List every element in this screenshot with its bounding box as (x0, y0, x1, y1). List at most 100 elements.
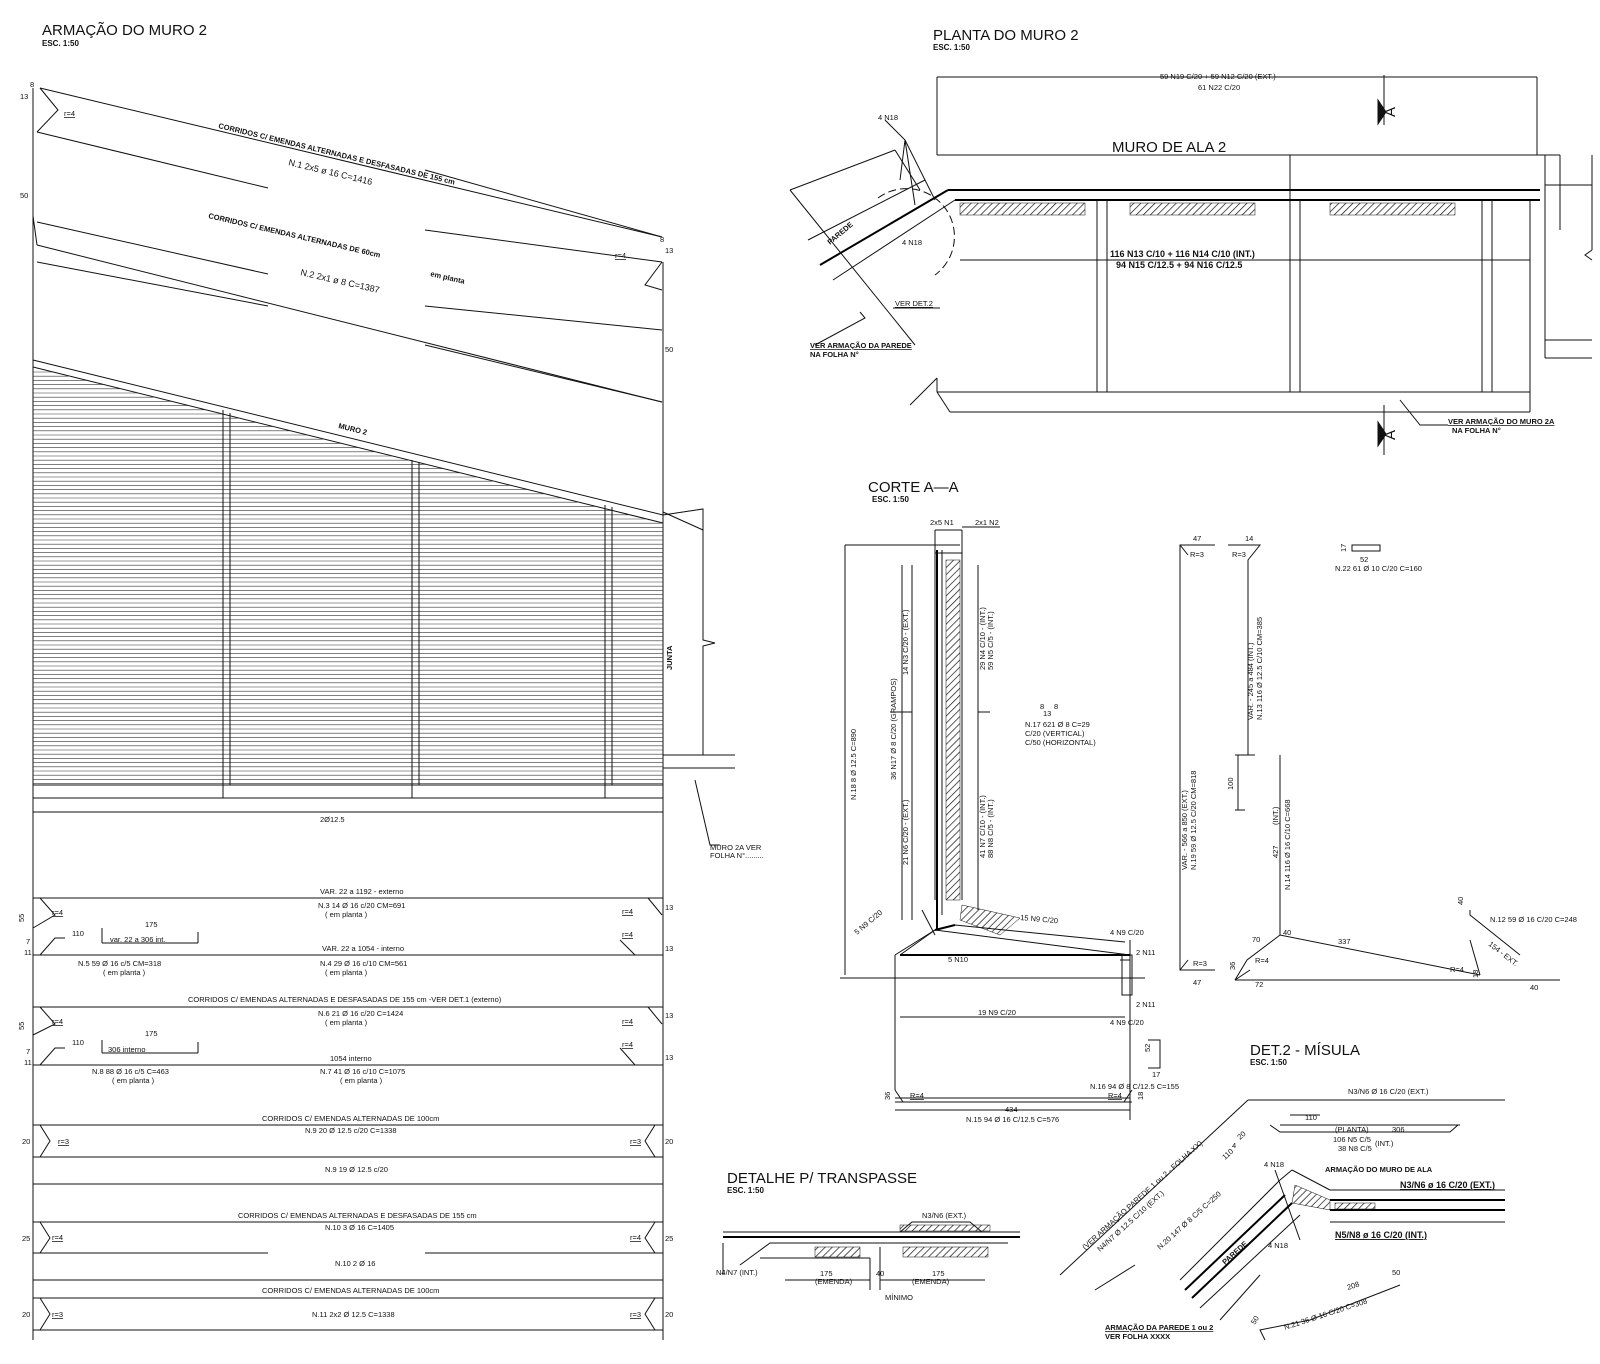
n5-175: 175 (145, 920, 158, 929)
corte-r4c: R=4 (1255, 956, 1269, 965)
transpasse-minimo: MÍNIMO (885, 1293, 913, 1302)
wall-hatch-lines (33, 371, 663, 784)
corte-d427: 427 (1271, 845, 1280, 858)
corte-n18: N.18 8 Ø 12.5 C=890 (849, 729, 858, 800)
n-dim-11b: 11 (24, 1058, 32, 1067)
corte-d36b: 36 (1228, 962, 1237, 970)
corte-n17-d8b: 8 (1054, 702, 1058, 711)
n-r4-f: r=4 (622, 1040, 633, 1049)
corte-n11b: 2 N11 (1136, 1000, 1155, 1009)
corte-d17: 17 (1152, 1070, 1160, 1079)
planta-top-dim2: 61 N22 C/20 (1198, 83, 1240, 92)
muro-ala-label: MURO DE ALA 2 (1112, 139, 1226, 156)
corte-n9-4a: 4 N9 C/20 (1110, 928, 1144, 937)
n-dim-13d: 13 (665, 1053, 673, 1062)
n-r4-d: r=4 (52, 1017, 63, 1026)
n8-110: 110 (72, 1038, 84, 1047)
detalhe-transpasse: DETALHE P/ TRANSPASSE ESC. 1:50 N3/N6 (E… (716, 1170, 1020, 1302)
bar-row-n10: CORRIDOS C/ EMENDAS ALTERNADAS E DESFASA… (22, 1211, 673, 1281)
n5-var: var. 22 a 306 int. (110, 935, 165, 944)
n7-label: N.7 41 Ø 16 c/10 C=1075 (320, 1067, 405, 1076)
n7-planta: ( em planta ) (340, 1076, 383, 1085)
det2-armacao-ala: ARMAÇÃO DO MURO DE ALA (1325, 1165, 1433, 1174)
armacao-scale: ESC. 1:50 (42, 39, 79, 48)
corte-n9-4b: 4 N9 C/20 (1110, 1018, 1144, 1027)
corte-r4b: R=4 (1108, 1091, 1122, 1100)
corte-n9-19: 19 N9 C/20 (978, 1008, 1016, 1017)
dim-13: 13 (20, 92, 28, 101)
armacao-title: ARMAÇÃO DO MURO 2 (42, 22, 207, 39)
n10-dim-25b: 25 (665, 1234, 673, 1243)
n3-label: N.3 14 Ø 16 c/20 CM=691 (318, 901, 405, 910)
corte-d40b: 40 (1530, 983, 1538, 992)
transpasse-d175b: 175 (932, 1269, 945, 1278)
det2-d4: 4 (1232, 1141, 1236, 1150)
n11-note: CORRIDOS C/ EMENDAS ALTERNADAS DE 100cm (262, 1286, 439, 1295)
det2-n18b: 4 N18 (1268, 1241, 1288, 1250)
n8-175: 175 (145, 1029, 158, 1038)
bar-row-n3-n4-n5: VAR. 22 a 1192 - externo N.3 14 Ø 16 c/2… (17, 887, 673, 977)
n4-planta: ( em planta ) (325, 968, 368, 977)
det2-ver-parede: (VER ARMAÇÃO PAREDE 1 ou 2 - FOLHA XX) (1080, 1138, 1204, 1251)
corte-n17-3: C/50 (HORIZONTAL) (1025, 738, 1096, 747)
corte-n17-d13: 13 (1043, 709, 1051, 718)
corte-n19-d47b: 47 (1193, 978, 1201, 987)
corte-n9-15: 15 N9 C/20 (1020, 913, 1059, 925)
n3-planta: ( em planta ) (325, 910, 368, 919)
transpasse-n4n7: N4/N7 (INT.) (716, 1268, 758, 1277)
n-r4-c: r=4 (622, 930, 633, 939)
n-dim-7b: 7 (26, 1047, 30, 1056)
corte-n19-r3b: R=3 (1193, 959, 1207, 968)
n2-planta: em planta (430, 269, 467, 286)
corte-n19-label: N.19 59 Ø 12.5 C/20 CM=818 (1189, 771, 1198, 870)
corte-n13-label: N.13 116 Ø 12.5 C/10 CM=385 (1255, 617, 1264, 720)
det2-d110: 110 (1305, 1113, 1317, 1122)
det2-n18a: 4 N18 (1264, 1160, 1284, 1169)
n3-var: VAR. 22 a 1192 - externo (320, 887, 404, 896)
dim-50-right: 50 (665, 345, 673, 354)
n4-var: VAR. 22 a 1054 - interno (322, 944, 404, 953)
corte-d36: 36 (883, 1092, 892, 1100)
corte-n7n8-1: 41 N7 C/10 - (INT.) (978, 795, 987, 858)
n2-label: N.2 2x1 ø 8 C=1387 (300, 267, 381, 295)
det2-title: DET.2 - MÍSULA (1250, 1042, 1360, 1059)
transpasse-title: DETALHE P/ TRANSPASSE (727, 1170, 917, 1187)
corte-n19-r3a: R=3 (1190, 550, 1204, 559)
transpasse-d175a: 175 (820, 1269, 833, 1278)
n5-planta: ( em planta ) (103, 968, 146, 977)
corte-n4n5-2: 59 N5 C/5 - (INT.) (986, 611, 995, 670)
n11-label: N.11 2x2 Ø 12.5 C=1338 (312, 1310, 395, 1319)
det2-d208: 208 (1346, 1279, 1361, 1291)
n5-label: N.5 59 Ø 16 c/5 CM=318 (78, 959, 161, 968)
n10-note: CORRIDOS C/ EMENDAS ALTERNADAS E DESFASA… (238, 1211, 477, 1220)
corte-int: (INT.) (1271, 806, 1280, 825)
corte-n11a: 2 N11 (1136, 948, 1155, 957)
bar-row-n6-n7-n8: CORRIDOS C/ EMENDAS ALTERNADAS E DESFASA… (17, 995, 673, 1085)
corte-n12-label: N.12 59 Ø 16 C/20 C=248 (1490, 915, 1577, 924)
n-dim-55: 55 (17, 914, 26, 922)
corte-n17-1: N.17 621 Ø 8 C=29 (1025, 720, 1090, 729)
dim-8-right: 8 (660, 235, 664, 244)
det2-d20: 20 (1235, 1129, 1247, 1141)
dim-50: 50 (20, 191, 28, 200)
transpasse-n3n6: N3/N6 (EXT.) (922, 1211, 967, 1220)
n11-r3b: r=3 (630, 1310, 641, 1319)
n-dim-11: 11 (24, 948, 32, 957)
n-dim-13b: 13 (665, 944, 673, 953)
planta-ver-det2: VER DET.2 (895, 299, 933, 308)
planta-scale: ESC. 1:50 (933, 43, 970, 52)
n8-label: N.8 88 Ø 16 c/5 C=463 (92, 1067, 169, 1076)
corte-n6: 21 N6 C/20 - (EXT.) (901, 799, 910, 865)
corte-d434: 434 (1005, 1105, 1018, 1114)
det2-n5n8-big: N5/N8 ø 16 C/20 (INT.) (1335, 1230, 1427, 1240)
det2-int: (INT.) (1375, 1139, 1394, 1148)
det2-scale: ESC. 1:50 (1250, 1058, 1287, 1067)
transpasse-emenda-b: (EMENDA) (912, 1277, 950, 1286)
n-r4-b: r=4 (622, 907, 633, 916)
planta-ver-parede-2: NA FOLHA N° (810, 350, 859, 359)
det2-d306: 306 (1392, 1125, 1405, 1134)
armacao-muro-2: ARMAÇÃO DO MURO 2 ESC. 1:50 CORRIDOS C/ … (17, 22, 764, 1340)
n9-label: N.9 20 Ø 12.5 c/20 C=1338 (305, 1126, 397, 1135)
n10-dim-25a: 25 (22, 1234, 30, 1243)
n8-var: 306 interno (108, 1045, 146, 1054)
